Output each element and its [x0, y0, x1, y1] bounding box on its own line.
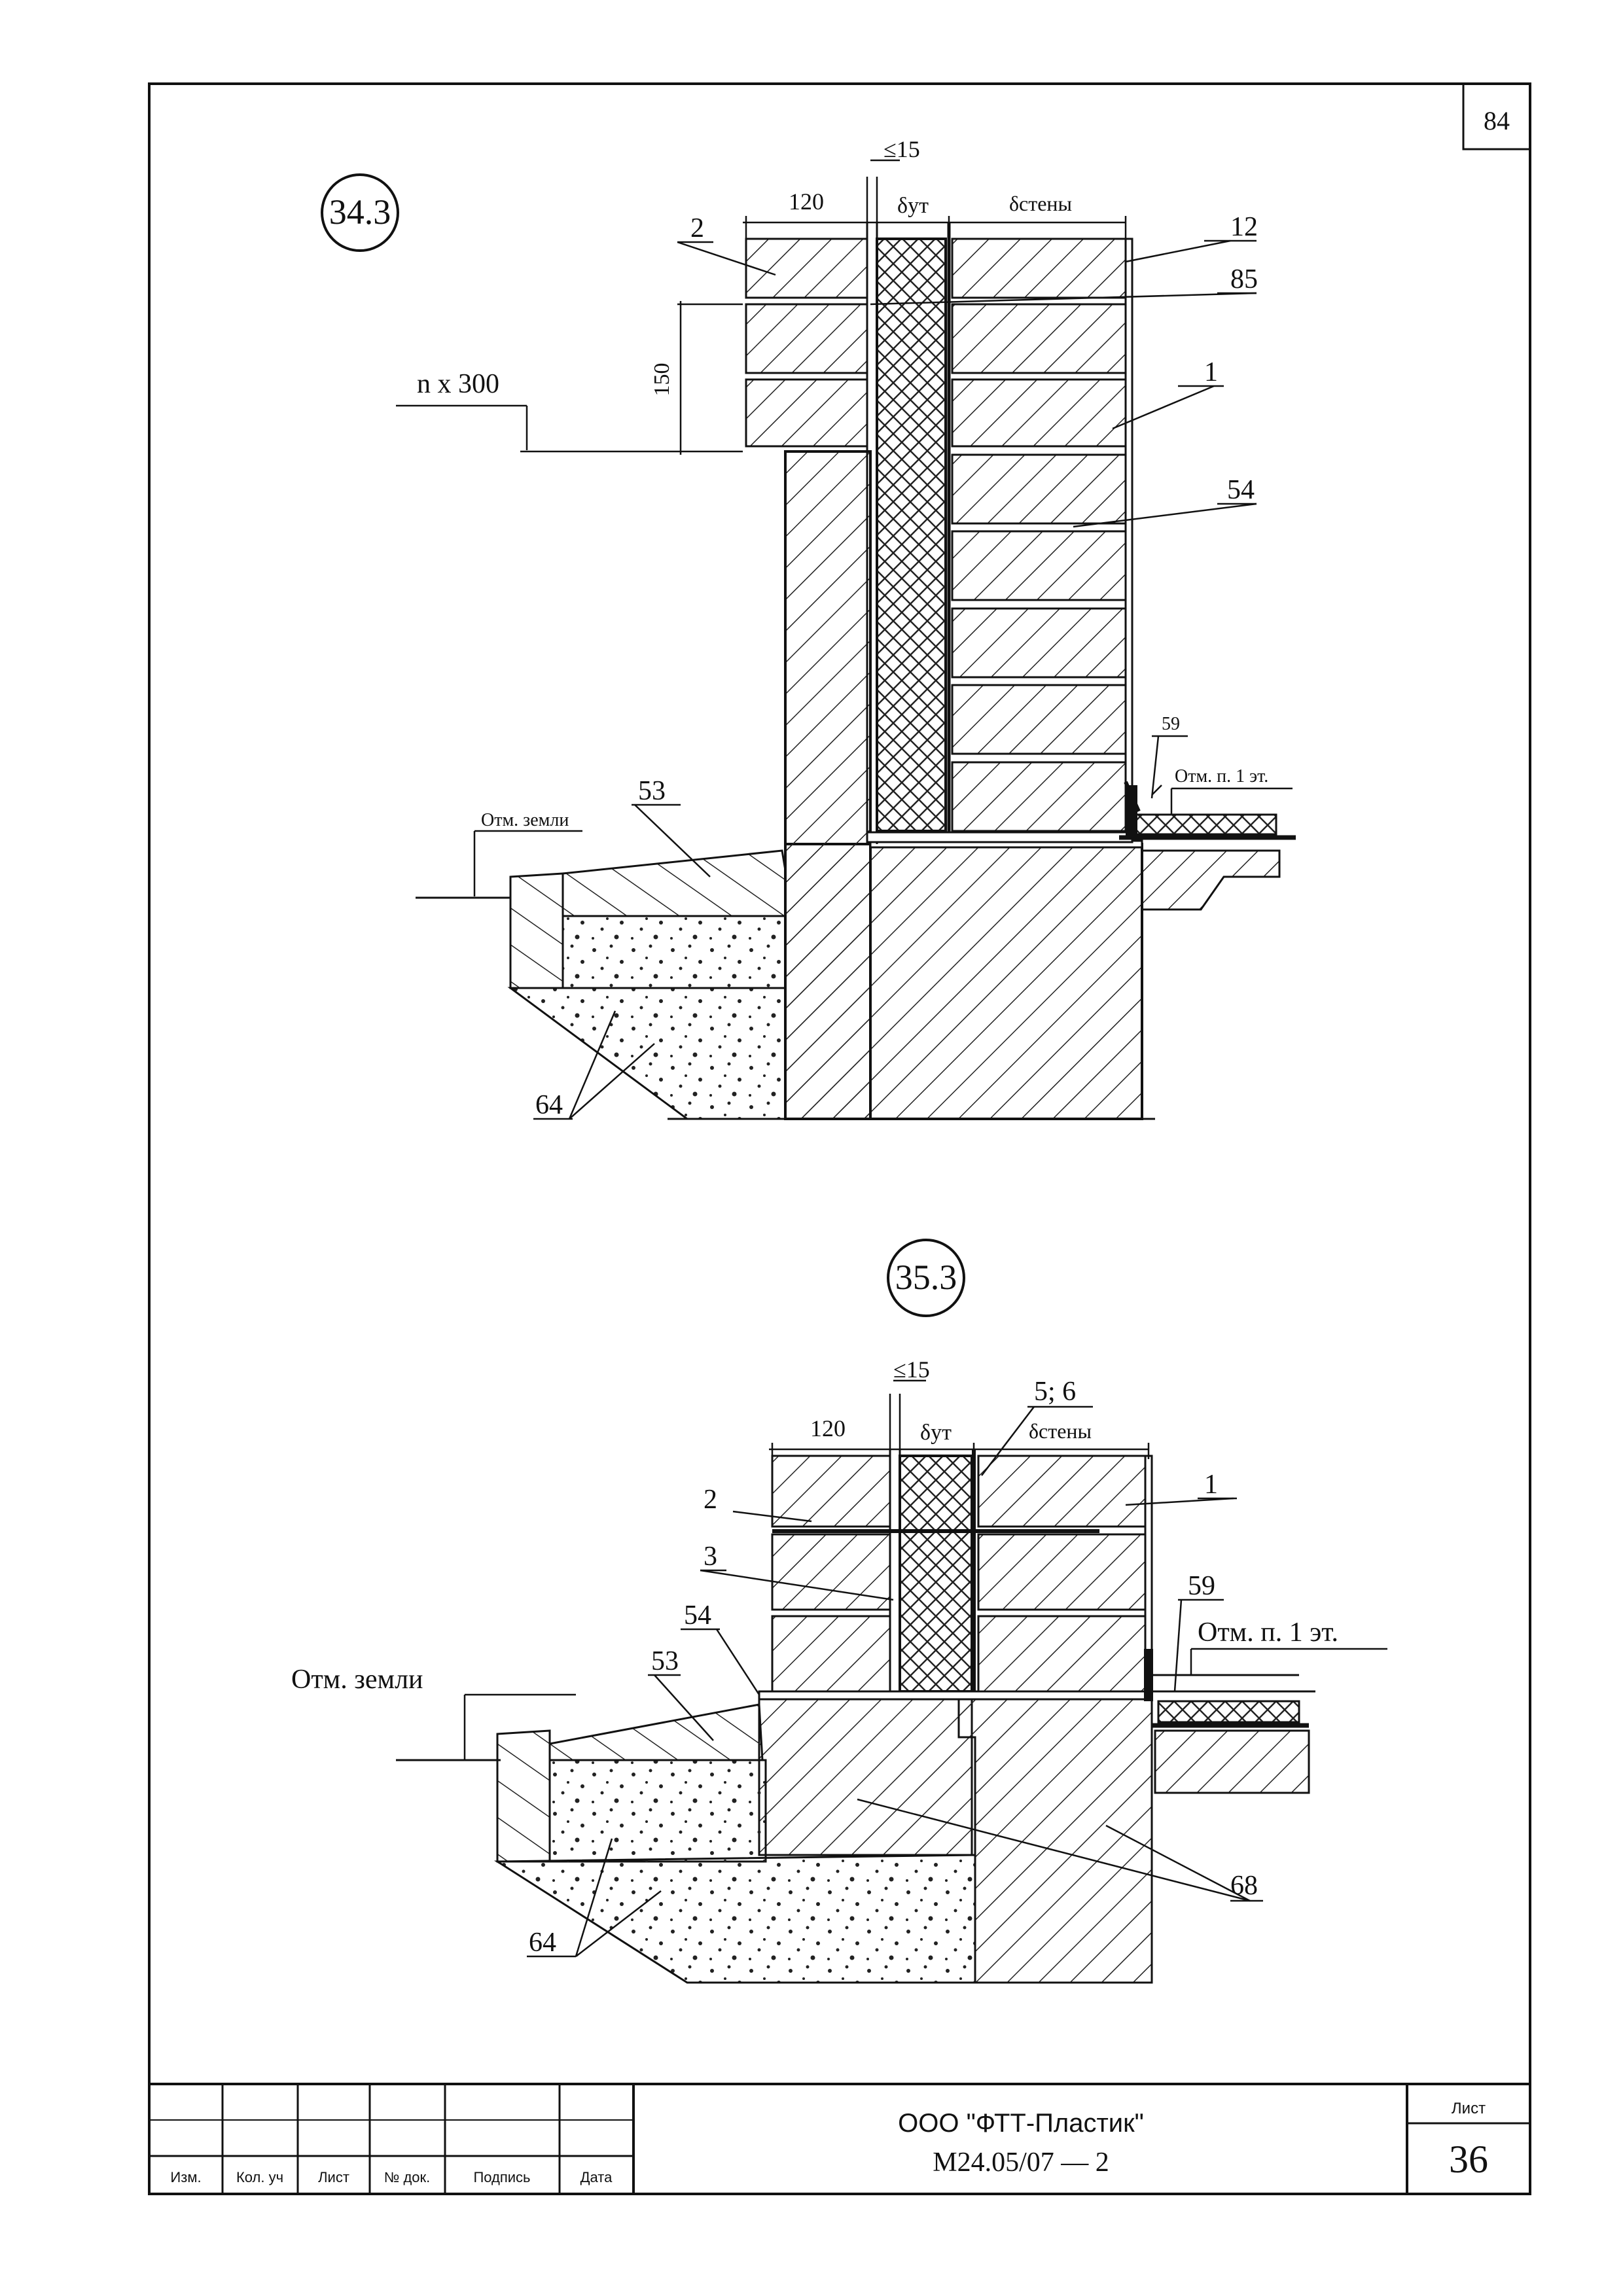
insulation	[876, 238, 947, 832]
detail-34-3: 34.3	[321, 136, 1296, 1120]
level-label-n300: n x 300	[417, 369, 499, 399]
foundation-block-right	[957, 1697, 1153, 1984]
tb-header-izm: Изм.	[170, 2169, 201, 2185]
dim-120-35: 120	[810, 1415, 846, 1441]
tb-header-list: Лист	[318, 2169, 349, 2185]
blind-area-slab	[562, 849, 787, 917]
ground-level-label: Отм. земли	[481, 810, 569, 830]
callout-85: 85	[1230, 264, 1258, 294]
dimensions-34-3	[396, 159, 1127, 455]
inner-wall	[951, 238, 1127, 832]
sheet-number-box	[1462, 82, 1531, 150]
inner-wall-35	[977, 1455, 1147, 1693]
callout-1-35: 1	[1204, 1470, 1218, 1500]
callout-12: 12	[1230, 212, 1258, 242]
brick-facing-35	[771, 1455, 891, 1693]
tb-header-sign: Подпись	[473, 2169, 530, 2185]
ground-level-label-35: Отм. земли	[291, 1665, 423, 1695]
callout-68-35: 68	[1230, 1871, 1258, 1901]
callout-54: 54	[1227, 475, 1255, 505]
curb-stone	[509, 872, 564, 989]
callout-64-35: 64	[529, 1928, 556, 1958]
dim-delta-ut: δут	[897, 194, 929, 218]
callout-64: 64	[535, 1090, 563, 1120]
gravel-bed-35	[548, 1759, 767, 1863]
curb-stone-35	[496, 1729, 551, 1863]
sheet-number-top: 84	[1484, 106, 1510, 135]
dim-le15-35: ≤15	[893, 1356, 930, 1383]
detail-35-3: 35.3	[291, 1239, 1387, 1984]
tb-sheet-number: 36	[1449, 2138, 1488, 2181]
floor-insulation	[1134, 813, 1277, 836]
detail-id-34-3: 34.3	[329, 192, 391, 232]
floor-level-label-35: Отм. п. 1 эт.	[1198, 1617, 1338, 1648]
tb-company: ООО "ФТТ-Пластик"	[898, 2109, 1144, 2138]
callout-59: 59	[1162, 714, 1180, 734]
callout-2-35: 2	[704, 1485, 717, 1515]
dimensions-35-3	[769, 1379, 1150, 1459]
callout-3-35: 3	[704, 1542, 717, 1572]
callout-1: 1	[1204, 357, 1218, 387]
foundation-block-left	[758, 1697, 973, 1856]
sand-bed-35	[493, 1854, 976, 1984]
callout-53-35: 53	[651, 1646, 679, 1676]
sheet-frame	[148, 82, 1531, 2195]
callout-59-35: 59	[1188, 1571, 1215, 1601]
detail-marker-35-3	[887, 1239, 965, 1317]
floor-slab-35	[1154, 1729, 1310, 1794]
title-block	[149, 2083, 1530, 2194]
floor-insulation-35	[1157, 1700, 1300, 1723]
callout-54-35: 54	[684, 1600, 711, 1631]
tb-header-kol: Кол. уч	[236, 2169, 283, 2185]
foundation-column	[784, 450, 872, 1120]
detail-marker-34-3	[321, 173, 399, 252]
tb-doc-code: М24.05/07 — 2	[933, 2147, 1109, 2178]
callout-53: 53	[638, 776, 666, 806]
dim-150: 150	[650, 363, 674, 397]
insulation-35	[899, 1455, 973, 1693]
tb-header-doc: № док.	[384, 2169, 431, 2185]
callout-2: 2	[690, 213, 704, 243]
tb-sheet-label: Лист	[1452, 2100, 1486, 2117]
tb-header-date: Дата	[580, 2169, 613, 2185]
floor-level-label: Отм. п. 1 эт.	[1175, 766, 1268, 786]
brick-facing	[745, 238, 868, 448]
dim-delta-wall: δстены	[1009, 192, 1072, 215]
dim-le15: ≤15	[883, 136, 920, 162]
floor-slab	[1141, 849, 1281, 911]
dim-delta-ut-35: δут	[920, 1421, 952, 1445]
blind-area-slab-35	[548, 1703, 764, 1761]
gravel-bed	[562, 915, 787, 989]
dim-delta-wall-35: δстены	[1029, 1419, 1092, 1443]
detail-id-35-3: 35.3	[895, 1258, 957, 1297]
callout-5-6: 5; 6	[1034, 1377, 1076, 1407]
dim-120: 120	[789, 188, 824, 215]
